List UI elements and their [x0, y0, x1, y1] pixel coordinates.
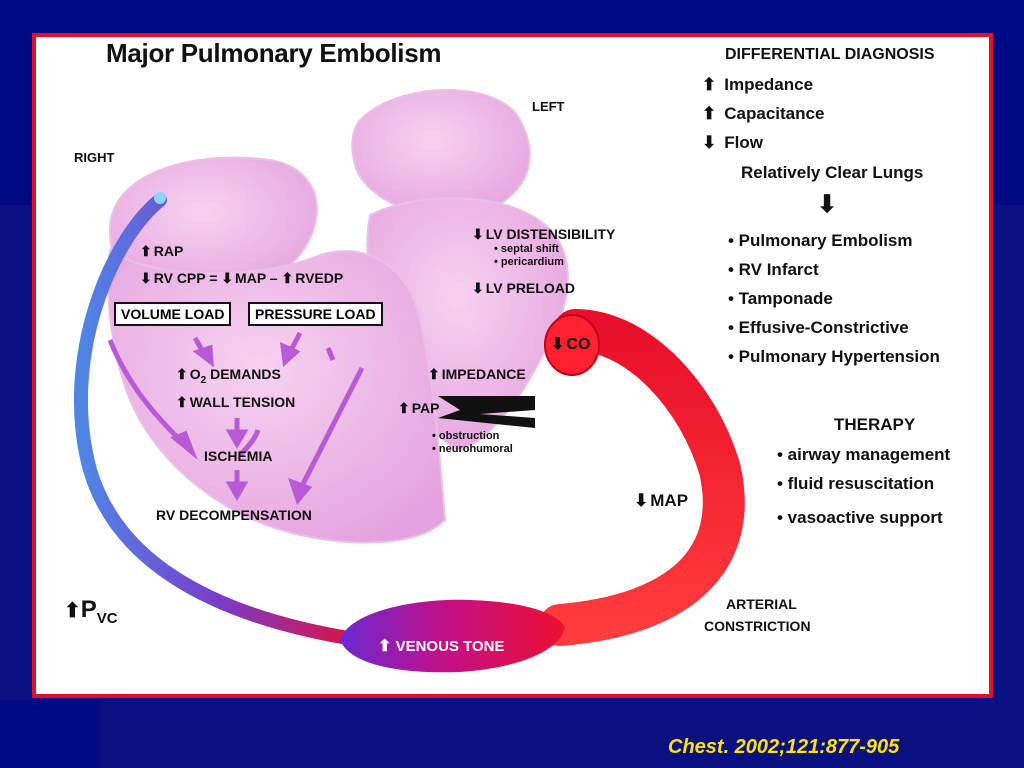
rap-row: ⬆RAP [140, 243, 183, 260]
wall-tension-row: ⬆WALL TENSION [176, 394, 295, 411]
differential-item-flow: ⬇ Flow [702, 133, 763, 153]
obstruction-label: • obstruction [432, 430, 500, 442]
left-label: LEFT [532, 99, 565, 114]
page-title: Major Pulmonary Embolism [106, 38, 442, 68]
o2-label: O [189, 366, 201, 382]
down-arrow-icon: ⬇ [634, 491, 649, 510]
rv-cpp-label: RV CPP = [153, 270, 218, 286]
diagnosis-item: • Pulmonary Hypertension [728, 347, 940, 366]
up-arrow-icon: ⬆ [398, 400, 410, 416]
lv-preload-label: LV PRELOAD [485, 280, 575, 296]
therapy-item: • airway management [777, 445, 951, 464]
lv-distensibility-label: LV DISTENSIBILITY [485, 226, 616, 242]
flow-arrow-2-head [192, 344, 214, 368]
vein-tube [73, 193, 367, 647]
venous-tone-label: VENOUS TONE [395, 638, 505, 655]
lv-distensibility-row: ⬇LV DISTENSIBILITY [472, 226, 615, 243]
co-label: CO [566, 336, 591, 353]
flow-arrow-1-head [170, 430, 198, 461]
rap-label: RAP [153, 243, 184, 259]
down-arrow-icon: ⬇ [221, 270, 234, 286]
up-arrow-icon: ⬆ [176, 366, 188, 382]
constriction-label: CONSTRICTION [704, 618, 811, 634]
pulmonary-wedge [438, 396, 535, 428]
flow-arrow-4-head [225, 429, 249, 449]
down-arrow-icon: ⬇ [140, 270, 152, 286]
o2-demands: ⬆O2 DEMANDS [176, 366, 281, 386]
diagnosis-item: • Pulmonary Embolism [728, 231, 913, 250]
map-row: ⬇MAP [634, 491, 688, 511]
pvc-subscript: VC [96, 609, 118, 627]
citation: Chest. 2002;121:877-905 [668, 736, 900, 758]
ischemia-label: ISCHEMIA [204, 448, 273, 464]
o2-subscript: 2 [200, 374, 207, 386]
venous-tone-row: ⬆ VENOUS TONE [378, 636, 505, 656]
therapy-heading: THERAPY [834, 415, 916, 434]
differential-item-label: Capacitance [724, 104, 825, 123]
background-corner [0, 700, 100, 768]
differential-item-label: Flow [724, 133, 763, 152]
left-atrium [351, 89, 531, 218]
co-vessel-opening [544, 314, 600, 376]
up-arrow-icon: ⬆ [281, 270, 294, 286]
flow-arrow-3-head [279, 341, 301, 368]
pap-row: ⬆PAP [398, 400, 439, 417]
up-arrow-icon: ⬆ [176, 394, 188, 410]
diagnosis-item: • RV Infarct [728, 260, 819, 279]
pericardium-label: • pericardium [494, 256, 564, 268]
differential-heading: DIFFERENTIAL DIAGNOSIS [725, 46, 935, 63]
therapy-item: • vasoactive support [777, 508, 943, 527]
venous-bulb [340, 599, 565, 673]
differential-item-capacitance: ⬆ Capacitance [702, 104, 824, 124]
diagnosis-item: • Effusive-Constrictive [728, 318, 909, 337]
up-arrow-icon: ⬆ [140, 243, 152, 259]
wall-tension-label: WALL TENSION [189, 394, 296, 410]
rv-decompensation-label: RV DECOMPENSATION [156, 507, 312, 523]
flow-arrow-8 [238, 429, 261, 457]
differential-item-impedance: ⬆ Impedance [702, 75, 813, 95]
flow-arrow-7 [325, 347, 336, 361]
up-arrow-icon: ⬆ [64, 600, 81, 622]
map-label: MAP [650, 491, 689, 510]
up-arrow-icon: ⬆ [702, 75, 717, 94]
flow-arrow-6 [297, 366, 365, 492]
volume-load-box: VOLUME LOAD [114, 302, 232, 326]
pvc-label: P [80, 596, 97, 623]
therapy-item: • fluid resuscitation [777, 474, 935, 493]
pvc-row: ⬆PVC [64, 596, 118, 627]
down-arrow-icon: ⬇ [702, 133, 717, 152]
demands-label: DEMANDS [206, 366, 281, 382]
map-part-label: MAP – [235, 270, 278, 286]
down-arrow-icon: ⬇ [551, 336, 565, 353]
aorta-tube [539, 309, 745, 646]
impedance-label: IMPEDANCE [441, 366, 526, 382]
pap-label: PAP [411, 400, 440, 416]
neurohumoral-label: • neurohumoral [432, 443, 513, 455]
up-arrow-icon: ⬆ [428, 366, 440, 382]
septal-shift-label: • septal shift [494, 243, 559, 255]
down-arrow-icon: ⬇ [472, 280, 484, 296]
lv-preload-row: ⬇LV PRELOAD [472, 280, 575, 297]
down-arrow-icon: ⬇ [817, 191, 838, 218]
pressure-load-box: PRESSURE LOAD [248, 302, 383, 326]
up-arrow-icon: ⬆ [378, 638, 392, 655]
rv-cpp-row: ⬇RV CPP = ⬇MAP – ⬆RVEDP [140, 270, 343, 287]
vein-tip [154, 192, 166, 204]
clear-lungs-label: Relatively Clear Lungs [741, 163, 924, 182]
differential-item-label: Impedance [724, 75, 814, 94]
flow-arrow-6-head [287, 477, 313, 506]
down-arrow-icon: ⬇ [472, 226, 484, 242]
right-label: RIGHT [74, 150, 115, 165]
up-arrow-icon: ⬆ [702, 104, 717, 123]
flow-arrow-5-head [225, 481, 249, 501]
impedance-row: ⬆IMPEDANCE [428, 366, 526, 383]
rvedp-label: RVEDP [295, 270, 344, 286]
diagnosis-item: • Tamponade [728, 289, 833, 308]
arterial-label: ARTERIAL [726, 596, 797, 612]
co-row: ⬇CO [551, 334, 590, 354]
